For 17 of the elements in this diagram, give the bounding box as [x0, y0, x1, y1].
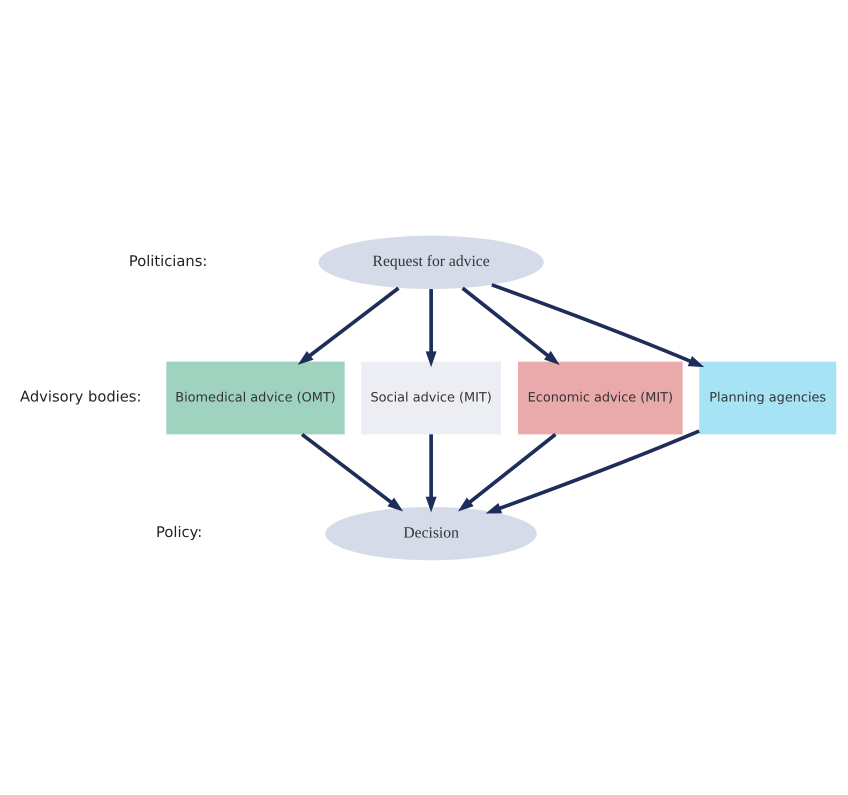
arrow [458, 432, 557, 512]
node-box: Social advice (MIT) [361, 361, 502, 434]
arrow [300, 432, 404, 511]
label: Policy: [156, 524, 202, 541]
label: Advisory bodies: [20, 388, 142, 405]
arrow [491, 282, 704, 367]
label: Politicians: [128, 252, 208, 270]
node-box: Economic advice (MIT) [518, 361, 683, 434]
node-box: Biomedical advice (OMT) [166, 361, 345, 434]
arrow [426, 434, 437, 512]
arrow [461, 286, 560, 364]
node-ellipse: Decision [325, 506, 537, 560]
arrow [298, 286, 400, 364]
node-ellipse: Request for advice [318, 235, 544, 289]
node-box: Planning agencies [699, 361, 836, 434]
arrow [486, 428, 700, 513]
arrow [426, 288, 437, 367]
